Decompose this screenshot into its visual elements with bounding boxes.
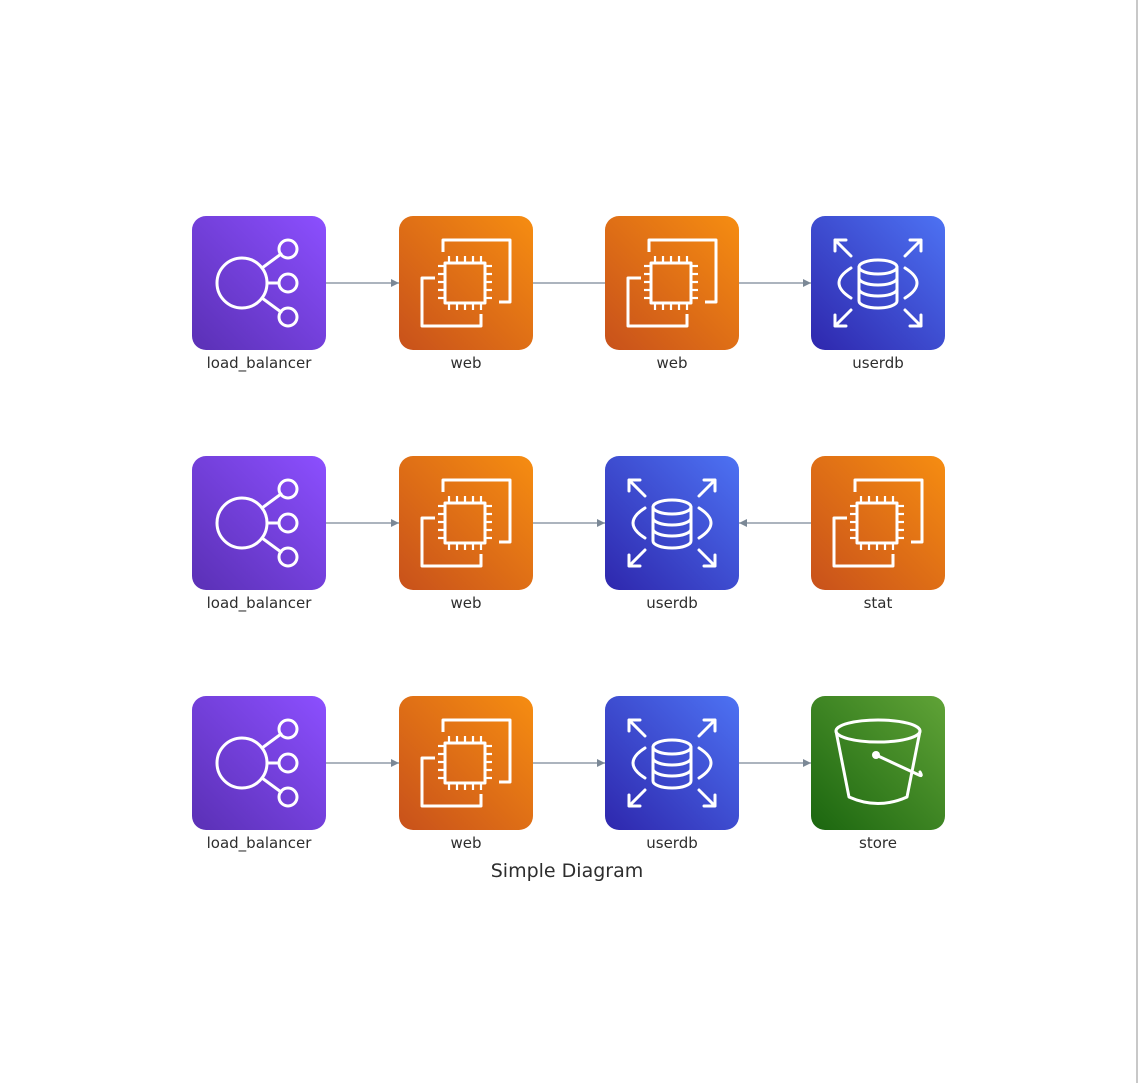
node-elb-r1c1[interactable]: load_balancer bbox=[192, 216, 326, 373]
node-tile bbox=[192, 456, 326, 590]
node-tile bbox=[811, 696, 945, 830]
node-rds-r3c3[interactable]: userdb bbox=[605, 696, 739, 852]
node-ec2-r2c4[interactable]: stat bbox=[811, 456, 945, 612]
node-tile bbox=[811, 456, 945, 590]
node-label: userdb bbox=[646, 594, 698, 612]
node-label: web bbox=[450, 354, 481, 372]
node-label: web bbox=[656, 354, 687, 372]
diagram-title: Simple Diagram bbox=[491, 860, 644, 882]
node-tile bbox=[605, 456, 739, 590]
node-rds-r1c4[interactable]: userdb bbox=[811, 216, 945, 372]
node-tile bbox=[192, 216, 326, 350]
node-label: web bbox=[450, 834, 481, 852]
node-elb-r2c1[interactable]: load_balancer bbox=[192, 456, 326, 613]
rds-icon bbox=[627, 478, 717, 568]
node-elb-r3c1[interactable]: load_balancer bbox=[192, 696, 326, 853]
elastic-load-balancing-icon bbox=[215, 718, 299, 808]
node-tile bbox=[399, 456, 533, 590]
page-right-border bbox=[1136, 0, 1138, 1083]
s3-bucket-icon bbox=[834, 718, 923, 805]
rds-icon bbox=[833, 238, 923, 328]
node-s3-r3c4[interactable]: store bbox=[811, 696, 945, 852]
node-tile bbox=[192, 696, 326, 830]
node-tile bbox=[399, 696, 533, 830]
node-rds-r2c3[interactable]: userdb bbox=[605, 456, 739, 612]
node-ec2-r3c2[interactable]: web bbox=[399, 696, 533, 852]
node-label: stat bbox=[864, 594, 893, 612]
rds-icon bbox=[627, 718, 717, 808]
node-label: load_balancer bbox=[207, 594, 313, 613]
ec2-icon bbox=[626, 238, 718, 328]
node-label: load_balancer bbox=[207, 834, 313, 853]
node-label: web bbox=[450, 594, 481, 612]
node-tile bbox=[605, 696, 739, 830]
node-ec2-r2c2[interactable]: web bbox=[399, 456, 533, 612]
elastic-load-balancing-icon bbox=[215, 238, 299, 328]
ec2-icon bbox=[832, 478, 924, 568]
elastic-load-balancing-icon bbox=[215, 478, 299, 568]
node-label: userdb bbox=[852, 354, 904, 372]
node-label: load_balancer bbox=[207, 354, 313, 373]
edges-layer bbox=[326, 279, 811, 767]
node-label: userdb bbox=[646, 834, 698, 852]
node-tile bbox=[811, 216, 945, 350]
node-tile bbox=[605, 216, 739, 350]
node-label: store bbox=[859, 834, 897, 852]
node-ec2-r1c3[interactable]: web bbox=[605, 216, 739, 372]
ec2-icon bbox=[420, 478, 512, 568]
node-tile bbox=[399, 216, 533, 350]
ec2-icon bbox=[420, 718, 512, 808]
node-ec2-r1c2[interactable]: web bbox=[399, 216, 533, 372]
ec2-icon bbox=[420, 238, 512, 328]
